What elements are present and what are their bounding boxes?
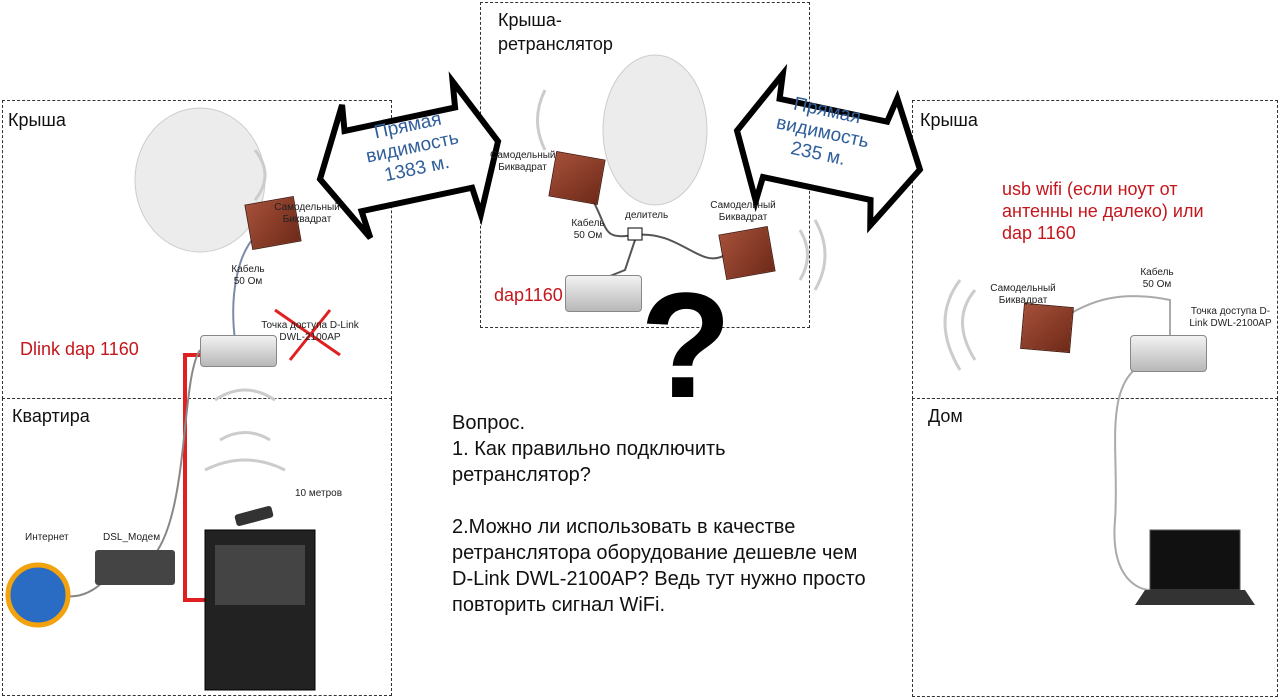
- laptop-screen: [1149, 529, 1241, 591]
- left-access-point: [200, 335, 277, 367]
- right-biquad-label: Самодельный Биквадрат: [990, 283, 1056, 306]
- link-left-arrow: [316, 71, 502, 240]
- dsl-modem: [95, 550, 175, 585]
- repeater-access-point: [565, 275, 642, 312]
- question-heading: Вопрос.: [452, 412, 526, 434]
- left-replacement-note: Dlink dap 1160: [20, 339, 139, 359]
- wifi-waves: [204, 89, 977, 472]
- left-cable-label: Кабель 50 Ом: [231, 264, 265, 287]
- internet-globe: [5, 562, 71, 628]
- repeater-biquad-left-label: Самодельный Биквадрат: [490, 150, 556, 173]
- left-apartment-zone: [2, 398, 392, 696]
- usb-stick: [234, 505, 274, 527]
- right-access-point: [1130, 335, 1207, 372]
- left-ap-label: Точка доступа D-Link DWL-2100AP: [261, 320, 359, 343]
- right-cable-label: Кабель 50 Ом: [1140, 267, 1174, 290]
- repeater-biquad-right-label: Самодельный Биквадрат: [710, 200, 776, 223]
- link-right-arrow: [733, 63, 924, 234]
- question-1: 1. Как правильно подключить ретранслятор…: [452, 438, 726, 486]
- right-home-title: Дом: [928, 406, 963, 426]
- splitter-label: делитель: [625, 210, 669, 221]
- repeater-biquad-left: [548, 151, 606, 205]
- right-biquad: [1020, 302, 1074, 354]
- laptop-base: [1135, 590, 1255, 605]
- modem-label: DSL_Модем: [103, 532, 161, 543]
- splitter: [627, 227, 643, 241]
- internet-label: Интернет: [25, 532, 69, 543]
- right-roof-title: Крыша: [920, 110, 978, 130]
- question-2: 2.Можно ли использовать в качестве ретра…: [452, 516, 866, 616]
- right-home-zone: [912, 398, 1278, 697]
- repeater-dish: [602, 54, 708, 206]
- distance-label: 10 метров: [295, 488, 343, 499]
- right-roof-note: usb wifi (если ноут от антенны не далеко…: [1002, 179, 1204, 243]
- repeater-title: Крыша-ретранслятор: [498, 10, 613, 54]
- cross-mark: [274, 308, 341, 361]
- left-apartment-title: Квартира: [12, 406, 90, 426]
- red-cable: [183, 353, 208, 602]
- left-biquad-label: Самодельный Биквадрат: [274, 202, 340, 225]
- left-roof-title: Крыша: [8, 110, 66, 130]
- left-dish: [134, 107, 266, 253]
- right-ap-label: Точка доступа D-Link DWL-2100AP: [1189, 306, 1272, 329]
- repeater-device-label: dap1160: [494, 285, 563, 305]
- repeater-cable-label: Кабель 50 Ом: [571, 218, 605, 241]
- question-mark: ?: [640, 261, 732, 429]
